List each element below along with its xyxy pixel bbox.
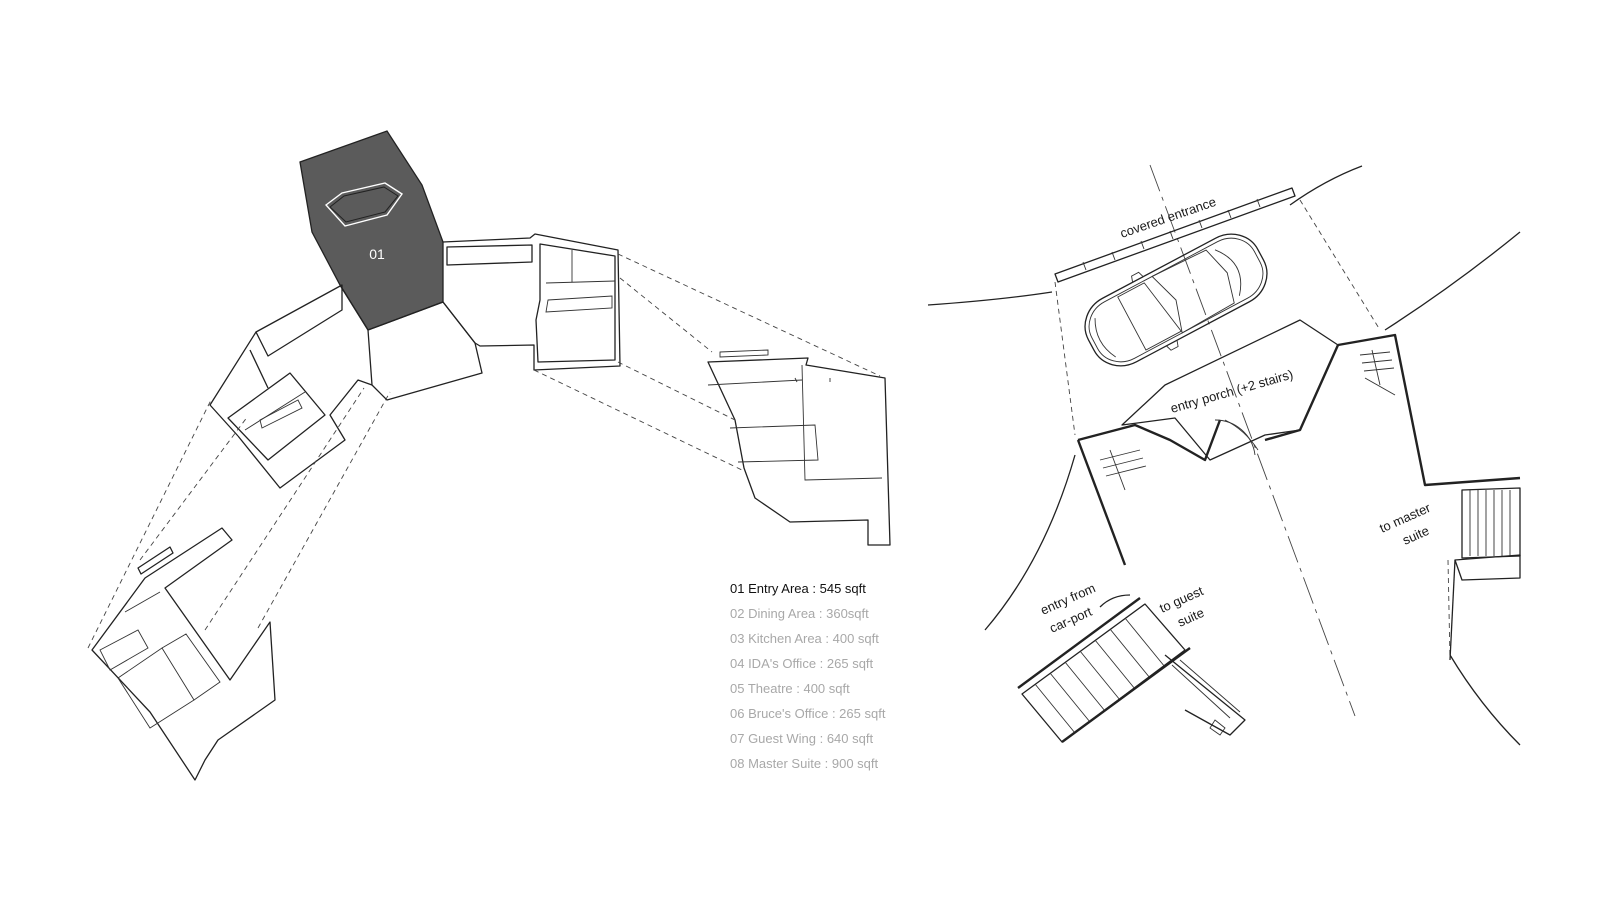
covered-entrance-canopy[interactable] xyxy=(1054,187,1296,283)
entry-area-number: 01 xyxy=(369,246,385,262)
area-legend: 01 Entry Area : 545 sqft 02 Dining Area … xyxy=(730,581,886,771)
site-plan: 01 xyxy=(87,130,891,781)
legend-item-1[interactable]: 01 Entry Area : 545 sqft xyxy=(730,581,866,596)
car-icon xyxy=(1084,233,1268,367)
master-suite-outline[interactable] xyxy=(707,357,891,546)
guest-wing-outline[interactable] xyxy=(91,527,276,781)
label-covered-entrance: covered entrance xyxy=(1118,194,1218,241)
centre-axis xyxy=(1149,164,1356,717)
master-suite-stairs[interactable] xyxy=(1449,487,1521,661)
label-to-guest-line2: suite xyxy=(1175,605,1206,630)
west-passage xyxy=(255,284,343,357)
legend-item-5[interactable]: 05 Theatre : 400 sqft xyxy=(730,681,850,696)
label-to-master-line2: suite xyxy=(1400,523,1431,548)
legend-item-2[interactable]: 02 Dining Area : 360sqft xyxy=(730,606,869,621)
legend-item-3[interactable]: 03 Kitchen Area : 400 sqft xyxy=(730,631,879,646)
legend-item-7[interactable]: 07 Guest Wing : 640 sqft xyxy=(730,731,873,746)
legend-item-8[interactable]: 08 Master Suite : 900 sqft xyxy=(730,756,879,771)
entry-detail-plan: covered entrance xyxy=(927,164,1521,746)
legend-item-6[interactable]: 06 Bruce's Office : 265 sqft xyxy=(730,706,886,721)
kitchen-area-outline[interactable] xyxy=(535,243,616,363)
office-block[interactable] xyxy=(227,372,326,461)
guest-suite-stairs[interactable] xyxy=(1017,597,1246,743)
legend-item-4[interactable]: 04 IDA's Office : 265 sqft xyxy=(730,656,874,671)
entry-skylight xyxy=(324,182,403,227)
entry-area-highlight[interactable] xyxy=(299,130,444,331)
